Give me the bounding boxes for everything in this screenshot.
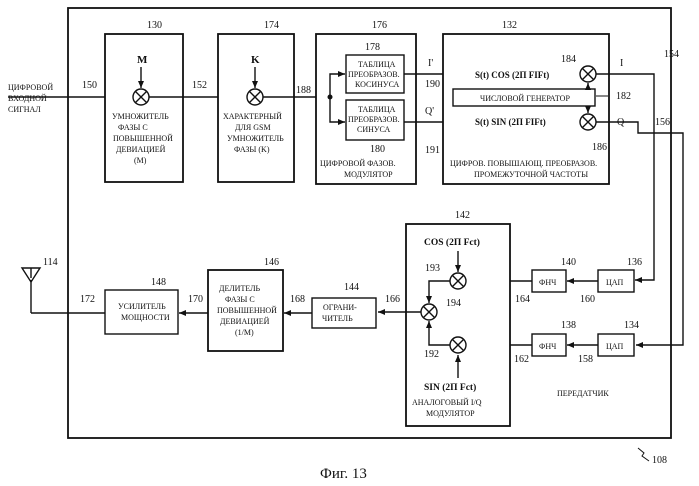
ref-108: 108: [652, 455, 667, 466]
svg-text:ЦИФРОВ. ПОВЫШАЮЩ. ПРЕОБРАЗОВ.: ЦИФРОВ. ПОВЫШАЮЩ. ПРЕОБРАЗОВ.: [450, 159, 597, 168]
ref-156: 156: [655, 117, 670, 128]
ref-182: 182: [616, 91, 631, 102]
svg-text:СИНУСА: СИНУСА: [357, 125, 390, 134]
ref-190: 190: [425, 79, 440, 90]
ref-114: 114: [43, 257, 58, 268]
svg-text:ФАЗЫ С: ФАЗЫ С: [118, 123, 148, 132]
ref-160: 160: [580, 294, 595, 305]
svg-text:ДЕЛИТЕЛЬ: ДЕЛИТЕЛЬ: [219, 284, 261, 293]
svg-text:МОДУЛЯТОР: МОДУЛЯТОР: [344, 170, 393, 179]
svg-text:КОСИНУСА: КОСИНУСА: [355, 80, 400, 89]
ref-194: 194: [446, 298, 461, 309]
ref-108-pointer: [638, 448, 649, 461]
ref-132: 132: [502, 20, 517, 31]
svg-text:(M): (M): [134, 156, 147, 165]
mult-k-label: K: [251, 54, 260, 66]
ref-150: 150: [82, 80, 97, 91]
ref-134: 134: [624, 320, 639, 331]
ref-191: 191: [425, 145, 440, 156]
i-output-label: I: [620, 58, 623, 69]
svg-text:УМНОЖИТЕЛЬ: УМНОЖИТЕЛЬ: [227, 134, 284, 143]
svg-text:ТАБЛИЦА: ТАБЛИЦА: [358, 60, 396, 69]
svg-text:ОГРАНИ-: ОГРАНИ-: [323, 303, 357, 312]
numeric-generator-label: ЧИСЛОВОЙ ГЕНЕРАТОР: [480, 94, 570, 103]
svg-text:ПОВЫШЕННОЙ: ПОВЫШЕННОЙ: [113, 134, 173, 143]
svg-text:УМНОЖИТЕЛЬ: УМНОЖИТЕЛЬ: [112, 112, 169, 121]
antenna-icon: [22, 268, 40, 313]
i-prime-label: I': [428, 58, 433, 69]
ref-142: 142: [455, 210, 470, 221]
ref-174: 174: [264, 20, 279, 31]
ref-180: 180: [370, 144, 385, 155]
dac-134-label: ЦАП: [606, 342, 624, 351]
ref-154: 154: [664, 49, 679, 60]
transmitter-label: ПЕРЕДАТЧИК: [557, 389, 609, 398]
sin-carrier-label: SIN (2П Fct): [424, 382, 476, 393]
ref-158: 158: [578, 354, 593, 365]
ref-162: 162: [514, 354, 529, 365]
ref-178: 178: [365, 42, 380, 53]
mult-m-label: M: [137, 54, 148, 66]
svg-text:ХАРАКТЕРНЫЙ: ХАРАКТЕРНЫЙ: [223, 112, 282, 121]
svg-text:ФАЗЫ (K): ФАЗЫ (K): [234, 145, 270, 154]
svg-text:ПРЕОБРАЗОВ.: ПРЕОБРАЗОВ.: [348, 70, 400, 79]
ref-144: 144: [344, 282, 359, 293]
svg-text:ФАЗЫ С: ФАЗЫ С: [225, 295, 255, 304]
svg-text:ЧИТЕЛЬ: ЧИТЕЛЬ: [322, 314, 353, 323]
cos-carrier-label: COS (2П Fct): [424, 237, 480, 248]
svg-text:МОДУЛЯТОР: МОДУЛЯТОР: [426, 409, 475, 418]
lpf-138-label: ФНЧ: [539, 342, 556, 351]
ref-152: 152: [192, 80, 207, 91]
ref-188: 188: [296, 85, 311, 96]
svg-text:ПРЕОБРАЗОВ.: ПРЕОБРАЗОВ.: [348, 115, 400, 124]
power-amplifier-block: [105, 290, 178, 334]
ref-146: 146: [264, 257, 279, 268]
ref-184: 184: [561, 54, 576, 65]
ref-166: 166: [385, 294, 400, 305]
svg-text:(1/M): (1/M): [235, 328, 254, 337]
svg-text:АНАЛОГОВЫЙ I/Q: АНАЛОГОВЫЙ I/Q: [412, 398, 482, 407]
ref-140: 140: [561, 257, 576, 268]
ref-176: 176: [372, 20, 387, 31]
svg-text:МОЩНОСТИ: МОЩНОСТИ: [121, 313, 170, 322]
figure-caption: Фиг. 13: [320, 466, 367, 482]
svg-text:ЦИФРОВОЙ: ЦИФРОВОЙ: [8, 83, 53, 92]
svg-text:ПРОМЕЖУТОЧНОЙ ЧАСТОТЫ: ПРОМЕЖУТОЧНОЙ ЧАСТОТЫ: [474, 170, 588, 179]
ref-148: 148: [151, 277, 166, 288]
digital-input-label: ЦИФРОВОЙ ВХОДНОЙ СИГНАЛ: [8, 83, 53, 114]
svg-text:ПОВЫШЕННОЙ: ПОВЫШЕННОЙ: [217, 306, 277, 315]
ref-170: 170: [188, 294, 203, 305]
q-prime-label: Q': [425, 106, 434, 117]
svg-text:ТАБЛИЦА: ТАБЛИЦА: [358, 105, 396, 114]
svg-text:ДЛЯ GSM: ДЛЯ GSM: [235, 123, 271, 132]
ref-130: 130: [147, 20, 162, 31]
svg-text:ЦИФРОВОЙ ФАЗОВ.: ЦИФРОВОЙ ФАЗОВ.: [320, 159, 396, 168]
sin-if-label: S(t) SIN (2П FIFt): [475, 117, 546, 127]
lpf-140-label: ФНЧ: [539, 278, 556, 287]
ref-168: 168: [290, 294, 305, 305]
dac-136-label: ЦАП: [606, 278, 624, 287]
svg-text:ДЕВИАЦИЕЙ: ДЕВИАЦИЕЙ: [116, 145, 166, 154]
ref-186: 186: [592, 142, 607, 153]
ref-172: 172: [80, 294, 95, 305]
svg-text:ВХОДНОЙ: ВХОДНОЙ: [8, 94, 47, 103]
ref-136: 136: [627, 257, 642, 268]
svg-text:ДЕВИАЦИЕЙ: ДЕВИАЦИЕЙ: [220, 317, 270, 326]
ref-193: 193: [425, 263, 440, 274]
ref-164: 164: [515, 294, 530, 305]
ref-192: 192: [424, 349, 439, 360]
cos-if-label: S(t) COS (2П FIFt): [475, 70, 549, 80]
ref-138: 138: [561, 320, 576, 331]
svg-text:УСИЛИТЕЛЬ: УСИЛИТЕЛЬ: [118, 302, 166, 311]
svg-text:СИГНАЛ: СИГНАЛ: [8, 105, 41, 114]
